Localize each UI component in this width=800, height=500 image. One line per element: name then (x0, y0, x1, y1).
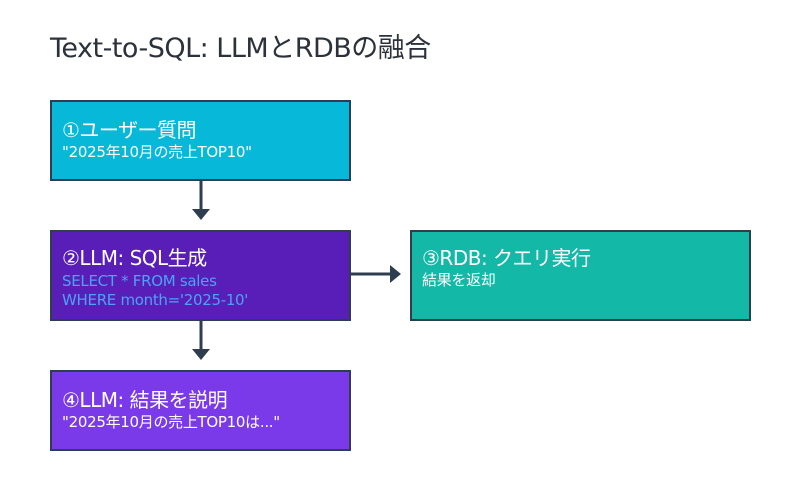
step-3-heading: ③RDB: クエリ実行 (422, 246, 591, 270)
arrow-step2-to-step3 (351, 265, 401, 283)
arrow-step1-to-step2 (192, 181, 210, 220)
step-1-detail: "2025年10月の売上TOP10" (62, 143, 252, 161)
step-2-sql-line-2: WHERE month='2025-10' (62, 291, 249, 309)
step-4-explain-result: ④LLM: 結果を説明 "2025年10月の売上TOP10は..." (50, 370, 351, 451)
arrow-step2-to-step4 (192, 321, 210, 360)
step-3-query-execution: ③RDB: クエリ実行 結果を返却 (410, 230, 751, 321)
step-4-detail: "2025年10月の売上TOP10は..." (62, 413, 280, 431)
step-2-sql-line-1: SELECT * FROM sales (62, 272, 217, 290)
step-1-user-question: ①ユーザー質問 "2025年10月の売上TOP10" (50, 100, 351, 181)
step-4-heading: ④LLM: 結果を説明 (62, 388, 228, 412)
step-1-heading: ①ユーザー質問 (62, 118, 197, 142)
step-3-detail: 結果を返却 (422, 271, 496, 289)
step-2-sql-generation: ②LLM: SQL生成 SELECT * FROM sales WHERE mo… (50, 230, 351, 321)
step-2-heading: ②LLM: SQL生成 (62, 246, 207, 270)
diagram-title: Text-to-SQL: LLMとRDBの融合 (50, 33, 431, 64)
